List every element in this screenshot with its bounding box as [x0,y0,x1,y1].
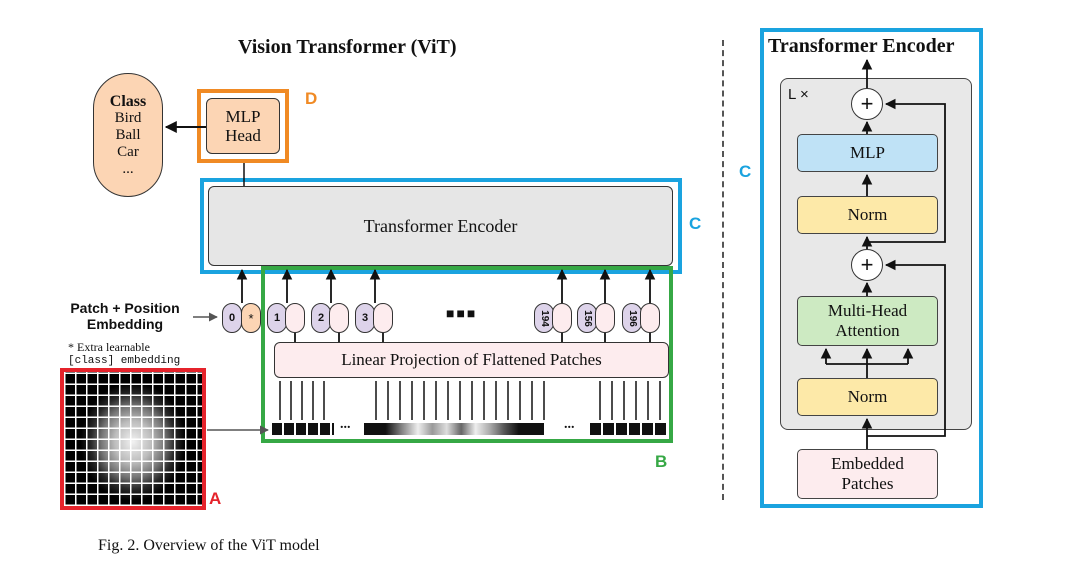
annotation-box-c-left [200,178,682,274]
patch-token-156 [595,303,615,333]
repeat-count-label: L × [788,86,809,103]
encoder-detail-title: Transformer Encoder [768,35,955,57]
annotation-label-c-left: C [689,214,702,233]
patch-position-embedding-label: Patch + Position Embedding [60,300,190,332]
mha-line1: Multi-Head [827,301,908,320]
annotation-box-c-right [760,28,983,508]
embedded-line2: Patches [841,474,894,493]
mlp-label: MLP [850,143,885,162]
patch-position-line2: Embedding [86,316,164,332]
patch-token-196 [640,303,660,333]
class-item-more: ... [122,160,134,177]
class-item-bird: Bird [114,109,142,126]
patch-token-3 [373,303,393,333]
mha-line2: Attention [835,321,900,340]
annotation-box-b [261,266,673,443]
token-ellipsis: ■■■ [446,305,478,321]
class-item-ball: Ball [115,126,141,143]
vit-connectors [164,121,661,435]
patch-strip-dots-1: ... [340,417,351,432]
transformer-encoder-label: Transformer Encoder [363,215,518,236]
extra-note-line1: * Extra learnable [68,340,150,354]
annotation-label-c-right: C [739,162,752,181]
vit-title: Vision Transformer (ViT) [238,36,457,58]
norm-label-top: Norm [847,205,888,224]
section-divider [722,40,724,500]
transformer-encoder-block: Transformer Encoder [208,186,673,266]
input-image [64,372,202,506]
norm-block-bottom: Norm [797,378,938,416]
extra-note-line2: [class] embedding [68,355,181,367]
position-id-2: 2 [311,303,331,333]
class-token-marker: * [248,310,254,326]
class-item-car: Car [117,143,139,160]
flattened-patch-strip: ... ... [272,417,670,437]
mlp-head-box: MLP Head [206,98,280,154]
annotation-label-b: B [655,452,668,471]
mlp-block: MLP [797,134,938,172]
residual-add-top-icon: + [851,88,883,120]
extra-learnable-note: * Extra learnable [class] embedding [68,340,180,368]
class-token: * [241,303,261,333]
norm-label-bottom: Norm [847,387,888,406]
multi-head-attention-block: Multi-Head Attention [797,296,938,346]
embedded-line1: Embedded [831,454,904,473]
mlp-head-line1: MLP [225,107,261,126]
mlp-head-line2: Head [225,126,261,145]
class-output-box: Class Bird Ball Car ... [93,73,163,197]
patch-token-1 [285,303,305,333]
annotation-label-d: D [305,89,318,108]
class-title: Class [109,92,147,110]
patch-position-line1: Patch + Position [70,300,180,316]
norm-block-top: Norm [797,196,938,234]
figure-caption: Fig. 2. Overview of the ViT model [98,537,320,554]
annotation-box-a [60,368,206,510]
patch-strip-dots-2: ... [564,417,575,432]
linear-projection-box: Linear Projection of Flattened Patches [274,342,669,378]
linear-projection-label: Linear Projection of Flattened Patches [341,350,602,369]
embedded-patches-block: Embedded Patches [797,449,938,499]
patch-token-2 [329,303,349,333]
patch-token-194 [552,303,572,333]
residual-add-bottom-icon: + [851,249,883,281]
annotation-label-a: A [209,489,222,508]
